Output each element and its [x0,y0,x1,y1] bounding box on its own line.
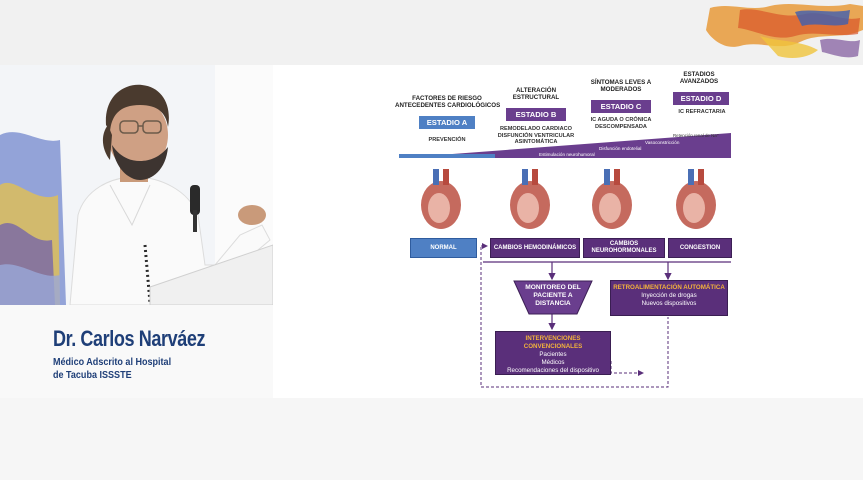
stage-a-label: ESTADIO A [419,116,475,129]
stage-d-label: ESTADIO D [673,92,729,105]
stage-c-desc-line1: IC AGUDA O CRÓNICA [590,117,652,123]
interventions-box: INTERVENCIONES CONVENCIONALES Pacientes … [495,331,611,375]
feedback-title: RETROALIMENTACIÓN AUTOMÁTICA [613,284,725,291]
stage-a-header-line2: ANTECEDENTES CARDIOLÓGICOS [395,102,501,109]
stage-c-header: SÍNTOMAS LEVES A MODERADOS [583,79,659,93]
status-neurohormonal-line1: CAMBIOS [609,241,639,247]
status-hemodynamic: CAMBIOS HEMODINÁMICOS [490,238,580,258]
status-congestion: CONGESTION [668,238,732,258]
monitoring-line2: PACIENTE A [533,292,573,299]
speaker-video [0,65,273,305]
speaker-nameplate [0,305,273,398]
monitoring-text: MONITOREO DEL PACIENTE A DISTANCIA [523,284,583,308]
paint-splash-decoration [706,4,863,58]
speaker-role-line2: de Tacuba ISSSTE [53,369,132,381]
stage-d-header-line1: ESTADIOS [683,71,715,78]
stage-b-desc: REMODELADO CARDIACO DISFUNCIÓN VENTRICUL… [497,126,575,146]
diagram-connectors [399,133,731,388]
wedge-label-endotelial: Disfunción endotelial [599,146,642,151]
status-neurohormonal: CAMBIOS NEUROHORMONALES [583,238,665,258]
stage-b-desc-line3: ASINTOMÁTICA [514,139,558,146]
stage-a-desc: PREVENCIÓN [428,137,466,143]
stage-c-desc-line2: DESCOMPENSADA [595,123,647,130]
monitoring-line1: MONITOREO DEL [525,284,581,291]
stage-d-header-line2: AVANZADOS [679,78,719,85]
speaker-role: Médico Adscrito al Hospital de Tacuba IS… [53,356,171,382]
stage-b-desc-line2: DISFUNCIÓN VENTRICULAR [497,132,575,139]
feedback-item2: Nuevos dispositivos [641,300,697,307]
status-normal: NORMAL [410,238,477,258]
heart-congestion-icon [676,169,716,229]
stage-a-header-line1: FACTORES DE RIESGO [412,95,482,102]
speaker-role-line1: Médico Adscrito al Hospital [53,356,172,368]
stage-c-desc: IC AGUDA O CRÓNICA DESCOMPENSADA [585,117,657,130]
stage-b-header-line1: ALTERACIÓN [515,87,557,94]
wedge-label-vaso: Vasoconstricción [645,140,680,145]
heart-neurohormonal-icon [592,169,632,229]
feedback-item1: Inyección de drogas [641,292,697,299]
stage-b-label: ESTADIO B [506,108,566,121]
heart-hemodynamic-icon [510,169,550,229]
monitoring-line3: DISTANCIA [535,300,571,307]
speaker-image [0,65,273,305]
presentation-slide: FACTORES DE RIESGO ANTECEDENTES CARDIOLÓ… [273,65,863,398]
status-neurohormonal-line2: NEUROHORMONALES [591,248,657,254]
stage-b-header: ALTERACIÓN ESTRUCTURAL [501,87,571,101]
stage-c-header-line2: MODERADOS [600,86,642,93]
wedge-label-renal: Retención renal de Na⁺ [673,133,720,138]
interventions-item1: Pacientes [539,351,567,358]
bottom-band [0,398,863,480]
speaker-name: Dr. Carlos Narváez [53,326,206,351]
stage-d-header: ESTADIOS AVANZADOS [671,71,727,85]
interventions-title: INTERVENCIONES CONVENCIONALES [523,335,583,350]
wedge-label-neuro: Estimulación neurohumoral [539,152,595,157]
stage-c-header-line1: SÍNTOMAS LEVES A [590,79,652,86]
stage-c-label: ESTADIO C [591,100,651,113]
stage-a-header: FACTORES DE RIESGO ANTECEDENTES CARDIOLÓ… [395,95,501,109]
stage-d-desc: IC REFRACTARIA [678,109,726,115]
feedback-box: RETROALIMENTACIÓN AUTOMÁTICA Inyección d… [610,280,728,316]
interventions-item2: Médicos [541,359,565,366]
heart-normal-icon [421,169,461,229]
interventions-item3: Recomendaciones del dispositivo [507,367,599,374]
stage-b-header-line2: ESTRUCTURAL [512,94,560,101]
stage-b-desc-line1: REMODELADO CARDIACO [499,126,573,132]
